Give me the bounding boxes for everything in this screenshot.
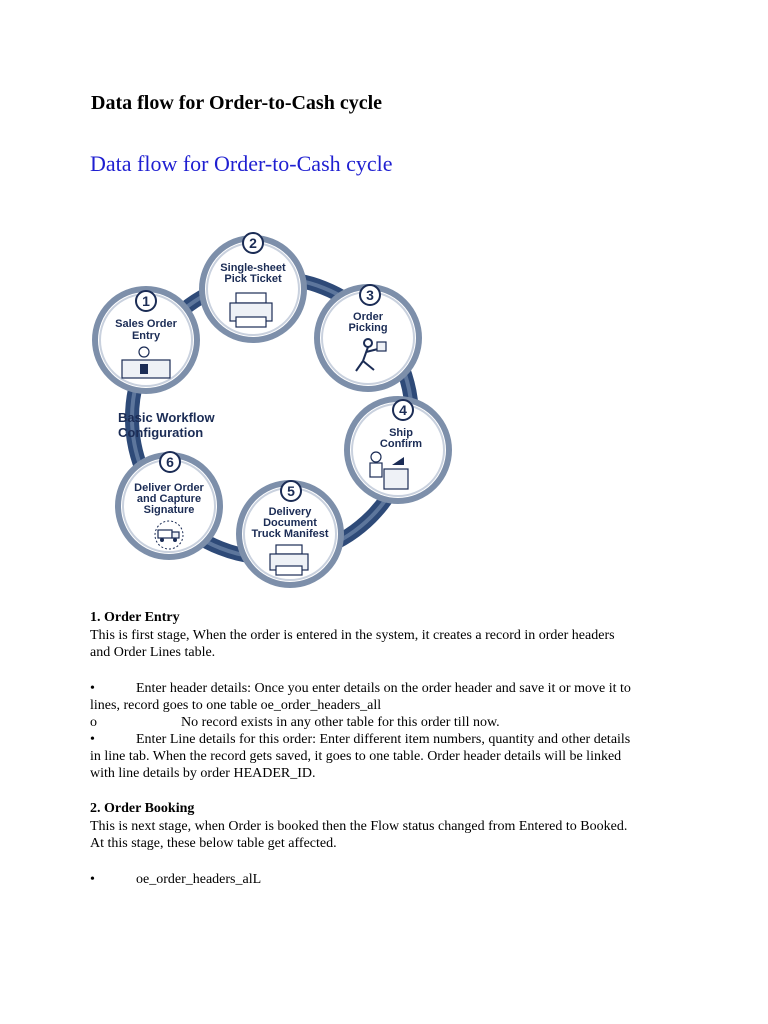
- step-number-badge: [242, 232, 264, 254]
- step-number-badge: [135, 290, 157, 312]
- step-node-5: 5 Delivery Document Truck Manifest: [236, 480, 344, 588]
- bullet-icon: •: [90, 681, 95, 696]
- step-number: 4: [399, 402, 407, 418]
- step-node-1: 1 Sales Order Entry: [92, 286, 200, 394]
- step-number-badge: [359, 284, 381, 306]
- step-number-badge: [280, 480, 302, 502]
- step-label-line2: and Capture: [137, 493, 201, 505]
- step-label-line3: Truck Manifest: [251, 528, 328, 540]
- list-item-line: oe_order_headers_alL: [136, 872, 262, 887]
- center-label-line1: Basic Workflow: [118, 410, 215, 425]
- step-node-6: 6 Deliver Order and Capture Signature: [115, 451, 223, 560]
- step-number: 3: [366, 287, 374, 303]
- step-node-2: 2 Single-sheet Pick Ticket: [199, 232, 307, 343]
- paragraph-line: and Order Lines table.: [90, 645, 216, 660]
- list-item-line: in line tab. When the record gets saved,…: [90, 749, 622, 764]
- paragraph-line: This is first stage, When the order is e…: [90, 628, 615, 643]
- paragraph-line: At this stage, these below table get aff…: [90, 836, 337, 851]
- truck-icon: [154, 520, 184, 550]
- list-item-line: with line details by order HEADER_ID.: [90, 766, 316, 781]
- step-label-line1: Deliver Order: [134, 482, 204, 494]
- step-label-line2: Entry: [132, 330, 161, 342]
- page-title: Data flow for Order-to-Cash cycle: [91, 92, 383, 114]
- workflow-diagram: Basic Workflow Configuration 1 Sales Ord…: [92, 232, 452, 588]
- step-node-4: 4 Ship Confirm: [344, 396, 452, 504]
- bullet-icon: •: [90, 872, 95, 887]
- step-label-line2: Document: [263, 517, 317, 529]
- step-label-line3: Signature: [144, 504, 195, 516]
- sub-bullet-icon: o: [90, 715, 97, 730]
- step-label-line2: Pick Ticket: [224, 273, 282, 285]
- bullet-icon: •: [90, 732, 95, 747]
- section-heading: 1. Order Entry: [90, 610, 180, 625]
- workstation-icon: [369, 451, 409, 490]
- sub-list-item: No record exists in any other table for …: [181, 715, 500, 730]
- printer-icon: [269, 544, 309, 576]
- list-item-line: lines, record goes to one table oe_order…: [90, 698, 382, 713]
- list-item-line: Enter header details: Once you enter det…: [136, 681, 631, 696]
- center-label-line2: Configuration: [118, 425, 203, 440]
- printer-icon: [229, 292, 273, 328]
- page-subtitle: Data flow for Order-to-Cash cycle: [90, 151, 393, 176]
- step-label-line1: Single-sheet: [220, 262, 286, 274]
- step-node-3: 3 Order Picking: [314, 284, 422, 392]
- step-label-line1: Sales Order: [115, 318, 177, 330]
- step-number: 2: [249, 235, 257, 251]
- step-number-badge: [392, 399, 414, 421]
- step-number-badge: [159, 451, 181, 473]
- step-number: 5: [287, 483, 295, 499]
- step-label-line2: Picking: [348, 322, 387, 334]
- step-label-line1: Delivery: [269, 506, 313, 518]
- step-number: 6: [166, 454, 174, 470]
- computer-desk-icon: [121, 346, 171, 379]
- running-person-icon: [355, 338, 387, 372]
- step-label-line1: Order: [353, 311, 384, 323]
- list-item-line: Enter Line details for this order: Enter…: [136, 732, 631, 747]
- step-number: 1: [142, 293, 150, 309]
- paragraph-line: This is next stage, when Order is booked…: [90, 819, 628, 834]
- step-label-line1: Ship: [389, 427, 413, 439]
- step-label-line2: Confirm: [380, 438, 422, 450]
- section-heading: 2. Order Booking: [90, 801, 195, 816]
